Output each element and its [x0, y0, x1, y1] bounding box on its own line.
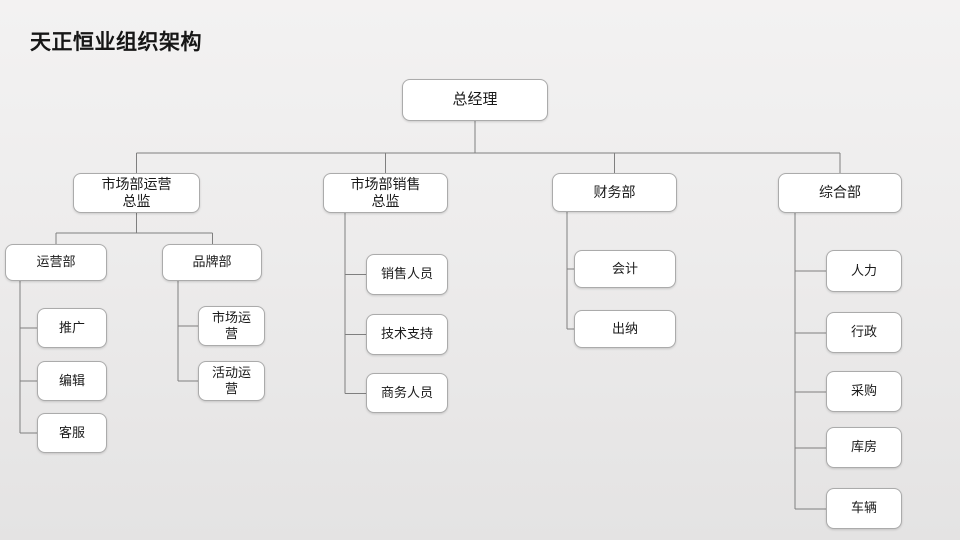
org-node-finance-dept: 财务部 — [552, 173, 677, 212]
org-node-procurement: 采购 — [826, 371, 902, 412]
org-node-warehouse: 库房 — [826, 427, 902, 468]
org-node-marketing-ops-director: 市场部运营 总监 — [73, 173, 200, 213]
org-node-promotion: 推广 — [37, 308, 107, 348]
org-node-general-affairs-dept: 综合部 — [778, 173, 902, 213]
page-title: 天正恒业组织架构 — [30, 31, 202, 54]
org-node-event-operations: 活动运 营 — [198, 361, 265, 401]
org-node-sales-staff: 销售人员 — [366, 254, 448, 295]
org-node-customer-service: 客服 — [37, 413, 107, 453]
org-node-brand-dept: 品牌部 — [162, 244, 262, 281]
org-node-vehicles: 车辆 — [826, 488, 902, 529]
org-node-general-manager: 总经理 — [402, 79, 548, 121]
org-node-marketing-sales-director: 市场部销售 总监 — [323, 173, 448, 213]
org-node-tech-support: 技术支持 — [366, 314, 448, 355]
org-node-market-operations: 市场运 营 — [198, 306, 265, 346]
org-node-admin: 行政 — [826, 312, 902, 353]
org-node-editing: 编辑 — [37, 361, 107, 401]
org-node-operations-dept: 运营部 — [5, 244, 107, 281]
org-node-business-staff: 商务人员 — [366, 373, 448, 413]
org-node-accounting: 会计 — [574, 250, 676, 288]
org-node-cashier: 出纳 — [574, 310, 676, 348]
org-node-hr: 人力 — [826, 250, 902, 292]
